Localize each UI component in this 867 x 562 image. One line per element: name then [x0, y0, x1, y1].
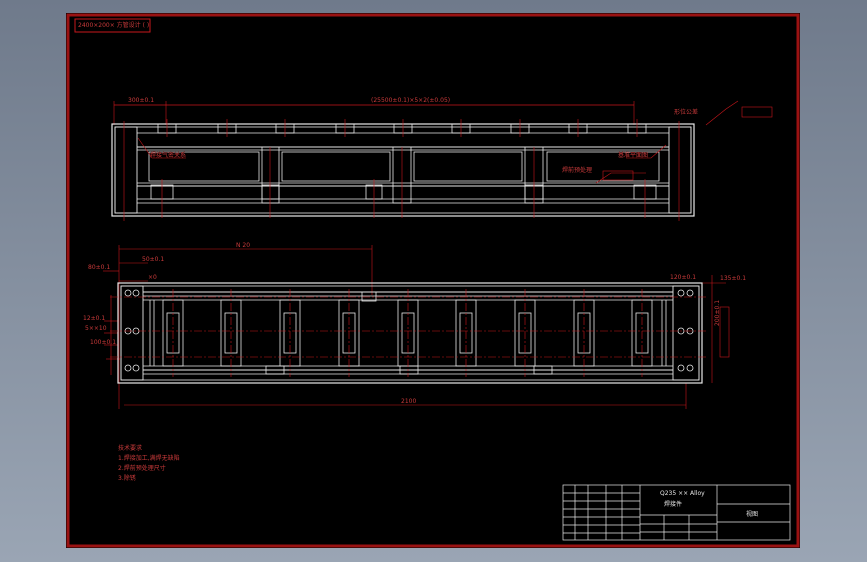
bottom-dim-top: N 20 — [236, 242, 251, 249]
bottom-dim-bottom: 2100 — [401, 398, 417, 405]
bottom-dim-left1: 12±0.1 — [83, 315, 106, 322]
bottom-dim-c: 120±0.1 — [670, 274, 697, 281]
top-note-center: 焊前预处理 — [562, 167, 593, 174]
notes-line-3: 3.除锈 — [118, 475, 136, 482]
drawing-sheet: 2400×200× 方管设计 ( ) 300±0.1 (25500±0.1)×5… — [66, 13, 800, 548]
title-block-material: Q235 ×× Alloy — [660, 490, 705, 497]
top-note-left: 焊接气密关系 — [150, 152, 187, 159]
top-note-mid: 基准平面图 — [618, 152, 649, 159]
top-view — [111, 100, 773, 221]
outer-border — [66, 13, 800, 548]
cad-drawing — [66, 13, 800, 548]
notes-heading: 技术要求 — [118, 445, 143, 452]
title-tag: 2400×200× 方管设计 ( ) — [78, 22, 150, 29]
top-dim-left: 300±0.1 — [128, 97, 155, 104]
bottom-dim-a: 50±0.1 — [142, 256, 165, 263]
bottom-view — [103, 245, 730, 409]
bottom-dim-vert: 200±0.1 — [714, 299, 721, 326]
title-block-part: 焊接件 — [664, 501, 683, 508]
notes-line-1: 1.焊接加工,满焊无缺陷 — [118, 455, 180, 462]
bottom-dim-b: 80±0.1 — [88, 264, 111, 271]
title-block-name: 视图 — [746, 511, 759, 518]
title-block — [562, 484, 791, 541]
bottom-dim-left3: 100±0.1 — [90, 339, 117, 346]
bottom-dim-r: ×0 — [148, 274, 157, 281]
notes-line-2: 2.焊前预处理尺寸 — [118, 465, 166, 472]
bottom-dim-right: 135±0.1 — [720, 275, 747, 282]
bottom-dim-left2: 5××10 — [85, 325, 107, 332]
title-tag-box — [74, 18, 151, 33]
top-note-right: 形位公差 — [674, 109, 699, 116]
top-dim-span: (25500±0.1)×5×2(±0.05) — [371, 97, 451, 104]
